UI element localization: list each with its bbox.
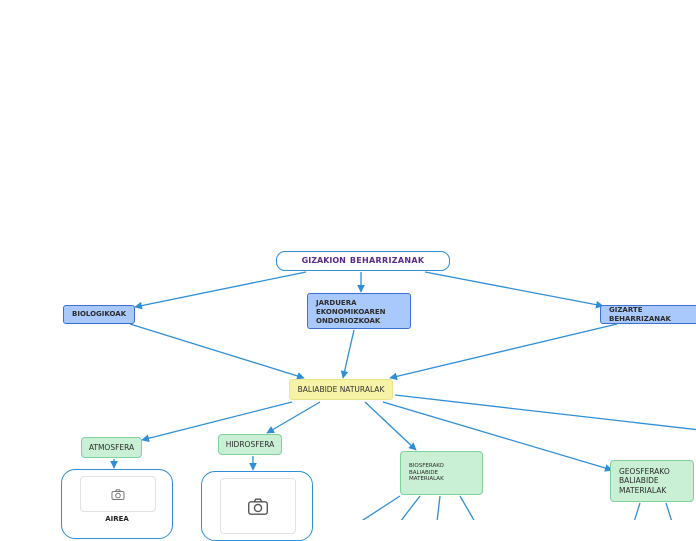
connector-baliabide-biosferako <box>364 401 417 451</box>
connector-geosferako-child-1 <box>633 502 641 520</box>
connector-baliabide-atmosfera <box>141 401 293 443</box>
node-gizarte-beharrizanak[interactable]: GIZARTE BEHARRIZANAK <box>600 305 696 324</box>
connector-geosferako-child-2 <box>665 502 673 520</box>
connector-biosferako-child-2 <box>400 495 421 520</box>
connector-gizarte-baliabide <box>389 323 618 381</box>
node-baliabide-naturalak[interactable]: BALIABIDE NATURALAK <box>289 379 393 400</box>
image-card-hidrosfera[interactable] <box>201 471 313 541</box>
connector-root-gizarte <box>424 271 604 309</box>
connector-jarduera-baliabide <box>340 329 355 379</box>
root-label-prefix: GIZAKION <box>301 256 346 265</box>
connector-root-biologikoak <box>134 271 307 310</box>
connector-baliabide-hidrosfera <box>266 401 321 434</box>
connector-biosferako-child-4 <box>459 495 475 520</box>
node-biologikoak[interactable]: BIOLOGIKOAK <box>63 305 135 324</box>
camera-icon <box>248 498 268 515</box>
camera-icon <box>111 488 125 500</box>
node-atmosfera[interactable]: ATMOSFERA <box>81 437 142 458</box>
node-hidrosfera[interactable]: HIDROSFERA <box>218 434 282 455</box>
node-biosferako-baliabide[interactable]: BIOSFERAKO BALIABIDE MATERIALAK <box>400 451 483 495</box>
root-node-gizakion-beharrizanak[interactable]: GIZAKION BEHARRIZANAK <box>276 251 450 271</box>
card-label-airea: AIREA <box>105 515 129 523</box>
image-placeholder[interactable] <box>220 478 296 534</box>
connector-layer <box>110 271 696 520</box>
root-label-emphasis: BEHARRIZANAK <box>349 256 425 265</box>
node-jarduera-ekonomikoaren[interactable]: JARDUERA EKONOMIKOAREN ONDORIOZKOAK <box>307 293 411 329</box>
connector-biosferako-child-1 <box>361 495 401 520</box>
image-card-airea[interactable]: AIREA <box>61 469 173 539</box>
connector-baliabide-offscreen <box>394 394 696 431</box>
connector-biologikoak-baliabide <box>129 323 305 380</box>
image-placeholder[interactable] <box>80 476 156 512</box>
node-geosferako-baliabide[interactable]: GEOSFERAKO BALIABIDE MATERIALAK <box>610 460 694 502</box>
connector-baliabide-geosferako <box>382 401 613 472</box>
connector-biosferako-child-3 <box>436 495 441 520</box>
